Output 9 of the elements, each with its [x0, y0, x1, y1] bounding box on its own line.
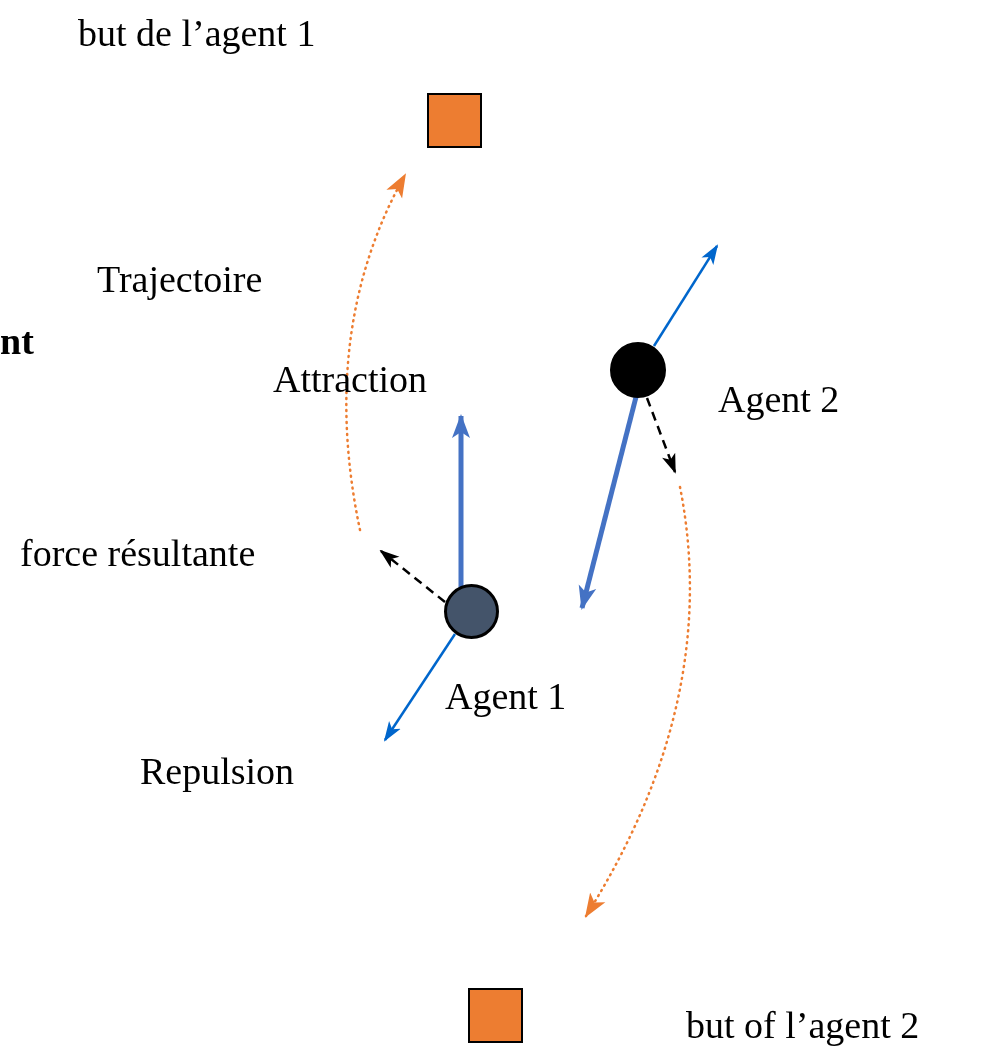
cut-off-text: nt — [0, 322, 34, 360]
force-label: Attraction — [273, 360, 428, 398]
force-label: Repulsion — [140, 752, 295, 790]
force-label: force résultante — [20, 534, 256, 572]
agent-label: Agent 1 — [445, 677, 567, 715]
goal-label: but of l’agent 2 — [686, 1006, 920, 1044]
goal-label: but de l’agent 1 — [78, 14, 316, 52]
agent-label: Agent 2 — [718, 380, 840, 418]
trajectory-label: Trajectoire — [97, 260, 263, 298]
